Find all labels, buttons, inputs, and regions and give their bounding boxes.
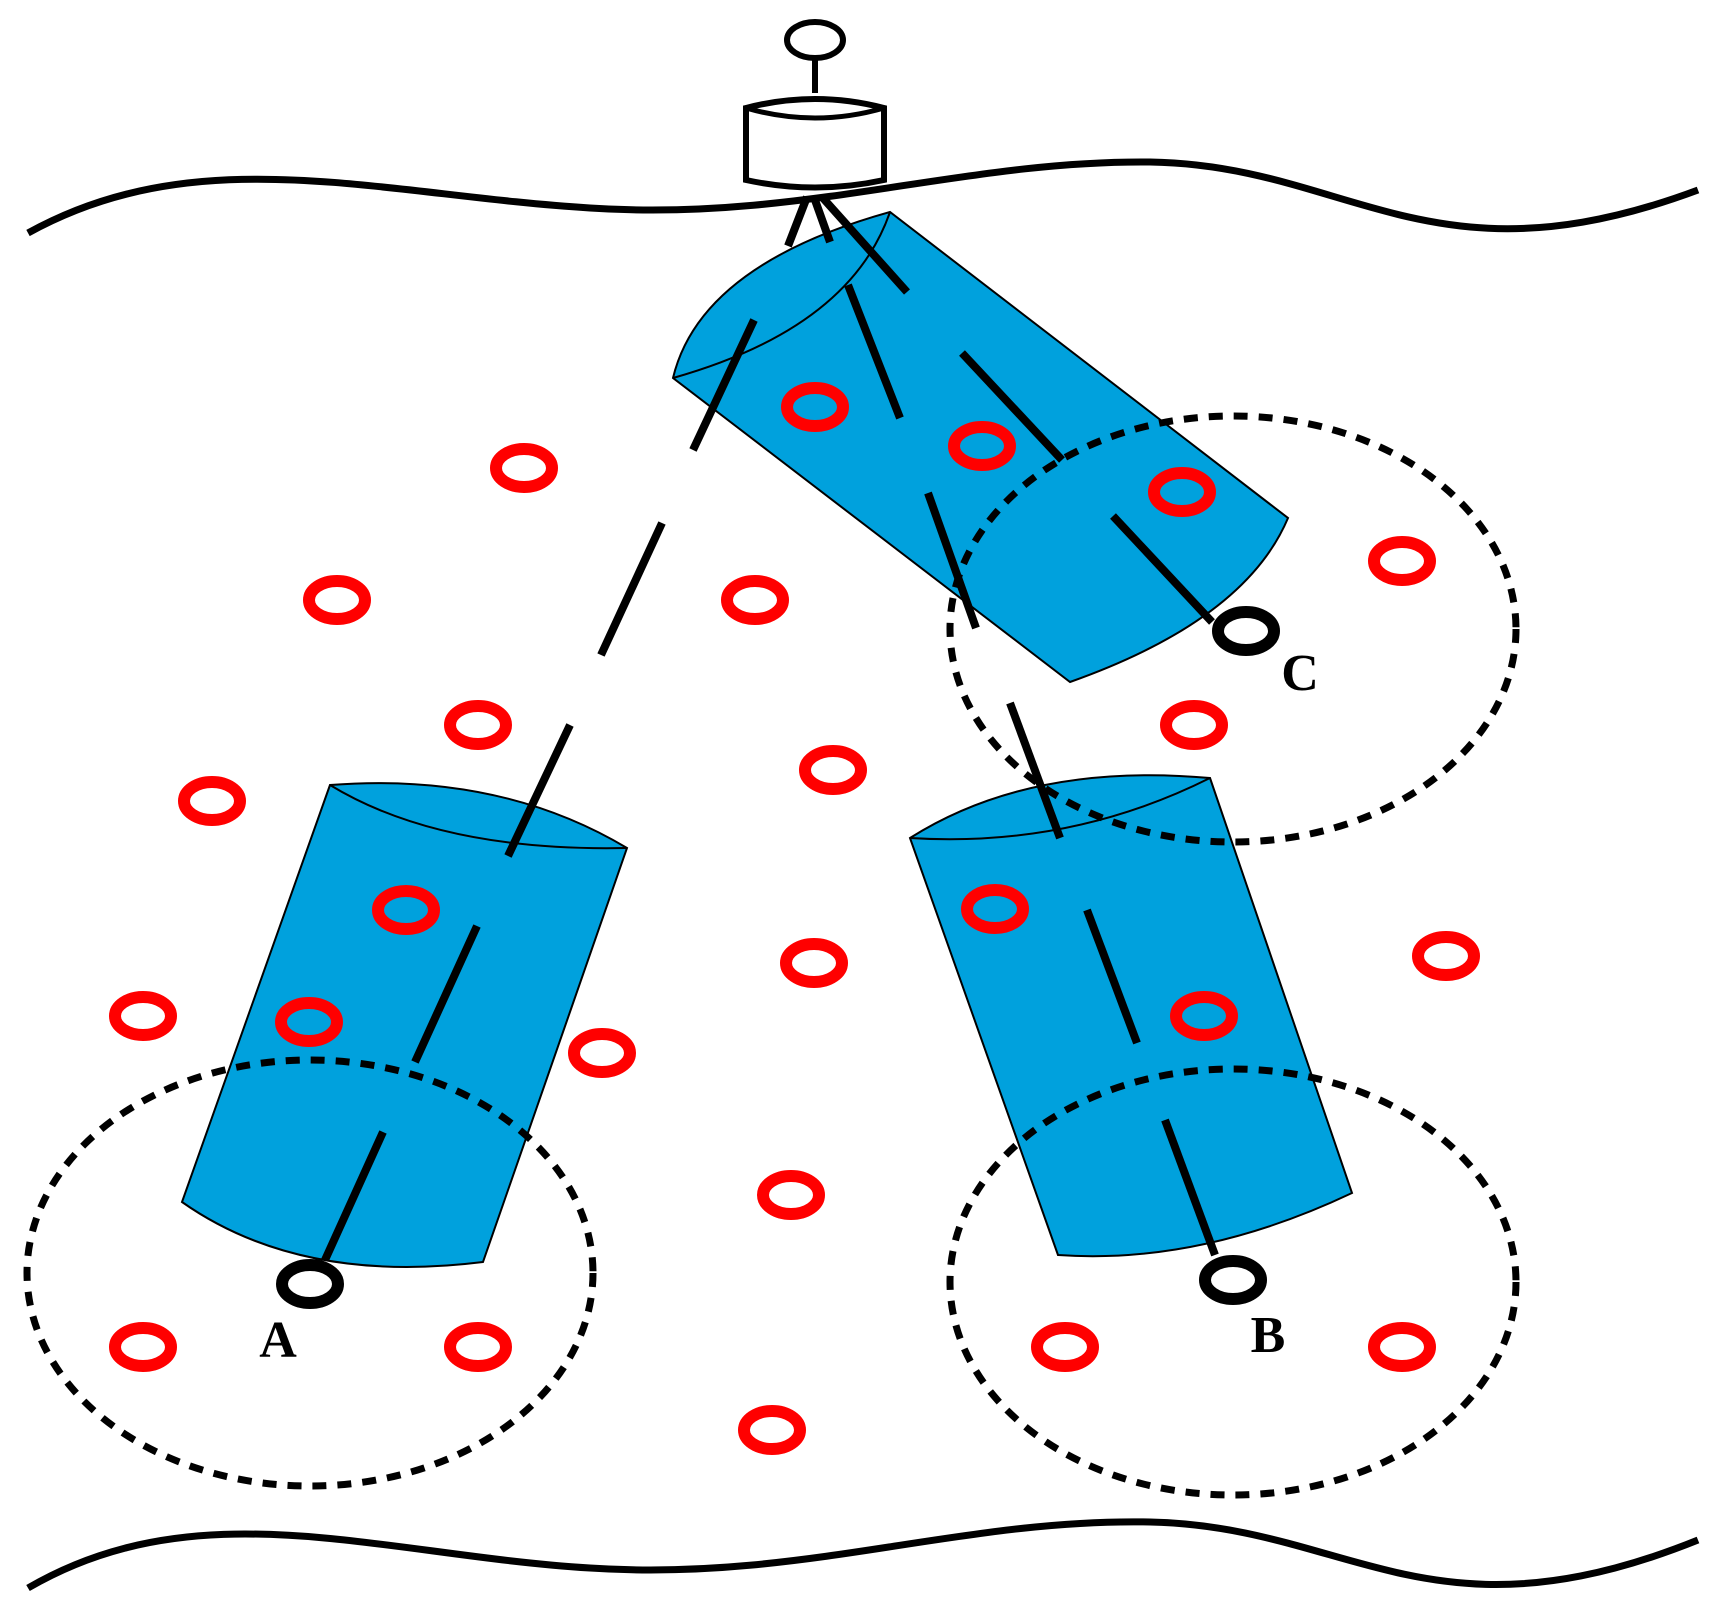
sensor-node <box>1160 700 1228 750</box>
target-node-b <box>1199 1255 1267 1305</box>
path-to-a <box>321 195 811 1262</box>
coverage-region-c <box>946 412 1520 846</box>
sensor-node <box>948 421 1016 471</box>
sensor-node <box>757 1170 825 1220</box>
buoy-icon <box>743 19 887 191</box>
sensor-node <box>444 1322 512 1372</box>
sensor-node <box>1170 991 1238 1041</box>
path-to-b <box>811 198 1219 1257</box>
sensor-node <box>303 575 371 625</box>
sensor-node <box>780 938 848 988</box>
coverage-region-b <box>946 1065 1520 1499</box>
sensor-node <box>490 443 558 493</box>
sensor-node <box>799 745 867 795</box>
label-b: B <box>1251 1307 1286 1364</box>
sensor-node <box>721 575 789 625</box>
target-node-c <box>1212 606 1280 656</box>
label-a: A <box>259 1312 297 1369</box>
water-surface-line <box>26 158 1700 237</box>
sensor-node <box>1031 1322 1099 1372</box>
label-c: C <box>1281 645 1319 702</box>
sensor-node <box>1148 467 1216 517</box>
beam-cylinder-top <box>671 210 1290 684</box>
sensor-node <box>1368 536 1436 586</box>
sensor-node <box>781 382 849 432</box>
sensor-node <box>109 1322 177 1372</box>
beam-cylinder-left <box>180 782 629 1268</box>
sensor-node <box>738 1405 806 1455</box>
sensor-node <box>109 991 177 1041</box>
coverage-region-a <box>23 1056 597 1490</box>
sensor-node <box>444 700 512 750</box>
target-node-a <box>276 1259 344 1309</box>
sensor-node <box>372 885 440 935</box>
sensor-node <box>275 997 343 1047</box>
seabed-line <box>26 1518 1700 1592</box>
sensor-node <box>178 776 246 826</box>
sensor-node <box>568 1028 636 1078</box>
path-to-c <box>819 194 1215 625</box>
sensor-node <box>1412 931 1480 981</box>
sensor-node <box>1368 1322 1436 1372</box>
sensor-nodes <box>109 382 1480 1455</box>
sensor-node <box>961 884 1029 934</box>
